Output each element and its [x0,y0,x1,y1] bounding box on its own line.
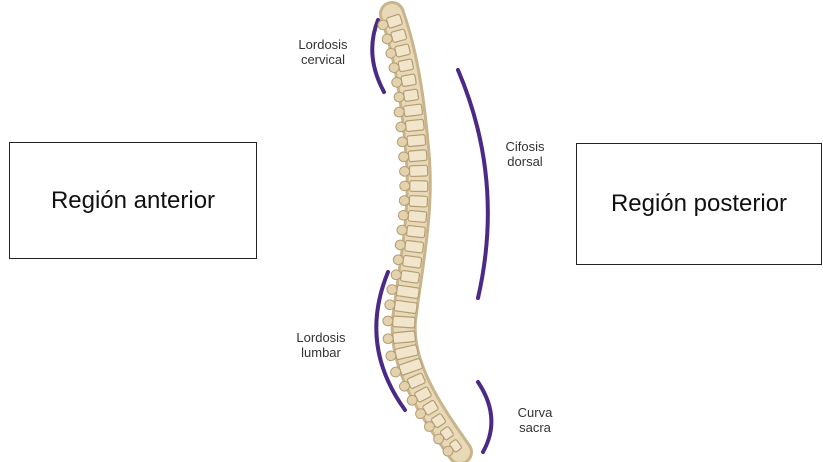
vertebra [407,134,426,146]
anterior-region-label: Región anterior [51,187,215,215]
spinous-process [398,152,409,162]
vertebra [396,285,419,299]
spinous-process [383,316,394,326]
lumbar-lordosis-label: Lordosis lumbar [293,330,349,360]
posterior-region-box: Región posterior [576,143,822,265]
spinous-process [400,181,410,191]
vertebra [410,181,428,192]
spinous-process [383,333,394,344]
vertebra [393,331,416,344]
vertebra [394,300,417,313]
spinous-process [395,122,406,133]
vertebra [403,89,418,102]
vertebra [408,150,427,162]
spine-illustration [377,14,462,458]
cervical-bracket [372,20,384,92]
vertebra [409,165,427,176]
vertebra [403,104,422,117]
spinous-process [399,166,409,176]
vertebra [408,210,427,222]
vertebra [402,255,421,268]
dorsal-bracket [458,70,488,298]
vertebra [409,196,428,208]
vertebra [405,119,424,131]
vertebra [405,240,424,253]
dorsal-kyphosis-label: Cifosis dorsal [498,139,552,169]
spinous-process [399,196,409,206]
vertebra [395,44,411,58]
spinous-process [397,137,408,148]
vertebra [401,74,417,87]
posterior-region-label: Región posterior [611,190,787,218]
vertebra [400,270,419,283]
vertebra [398,59,414,72]
vertebra [393,316,416,328]
cervical-lordosis-label: Lordosis cervical [290,37,356,67]
spinous-process [397,225,408,236]
vertebra [406,225,425,238]
sacra-bracket [478,382,491,452]
anterior-region-box: Región anterior [9,142,257,259]
spinous-process [398,210,409,220]
sacral-curve-label: Curva sacra [513,405,557,435]
